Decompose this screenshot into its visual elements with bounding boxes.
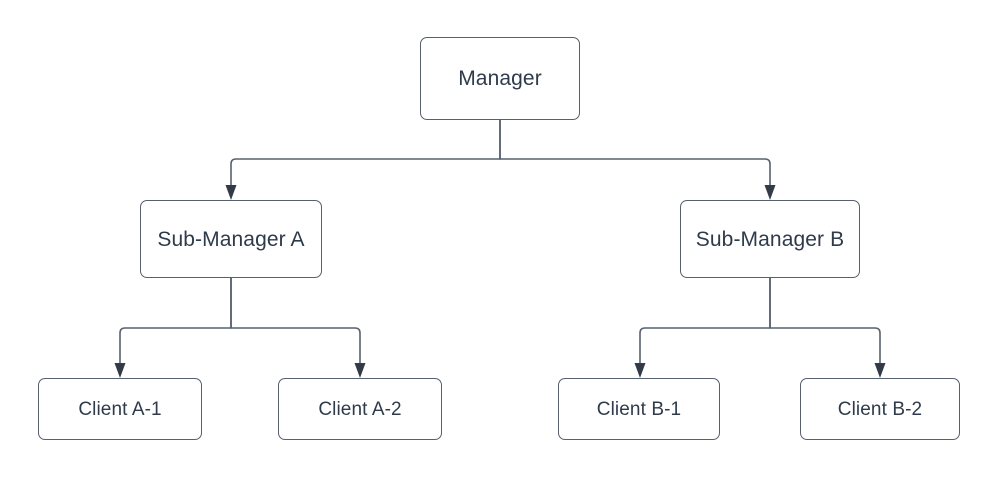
edge-manager-to-sub-manager-a <box>230 120 501 186</box>
node-manager-label: Manager <box>458 67 542 90</box>
arrowhead-client-b1 <box>634 363 646 378</box>
node-sub-manager-a[interactable]: Sub-Manager A <box>140 200 322 278</box>
edge-manager-to-sub-manager-b <box>499 120 771 186</box>
node-client-a1-label: Client A-1 <box>78 398 162 420</box>
node-client-b2-label: Client B-2 <box>837 398 923 420</box>
node-sub-manager-b[interactable]: Sub-Manager B <box>680 200 860 278</box>
node-manager[interactable]: Manager <box>420 37 580 120</box>
arrowhead-sub-manager-b <box>764 185 776 200</box>
node-client-a1[interactable]: Client A-1 <box>38 378 202 440</box>
node-sub-manager-a-label: Sub-Manager A <box>157 227 305 251</box>
arrowhead-client-a1 <box>114 363 126 378</box>
node-client-b1-label: Client B-1 <box>596 398 682 420</box>
edge-sub-manager-b-to-client-b1 <box>639 278 771 364</box>
arrowhead-client-b2 <box>874 363 886 378</box>
arrowhead-client-a2 <box>354 363 366 378</box>
node-client-a2-label: Client A-2 <box>318 398 402 420</box>
arrowhead-sub-manager-a <box>225 185 237 200</box>
edge-sub-manager-a-to-client-a2 <box>230 278 361 364</box>
edge-sub-manager-b-to-client-b2 <box>769 278 881 364</box>
node-sub-manager-b-label: Sub-Manager B <box>695 227 845 251</box>
edge-sub-manager-a-to-client-a1 <box>119 278 232 364</box>
node-client-b2[interactable]: Client B-2 <box>800 378 960 440</box>
node-client-b1[interactable]: Client B-1 <box>558 378 720 440</box>
node-client-a2[interactable]: Client A-2 <box>278 378 442 440</box>
